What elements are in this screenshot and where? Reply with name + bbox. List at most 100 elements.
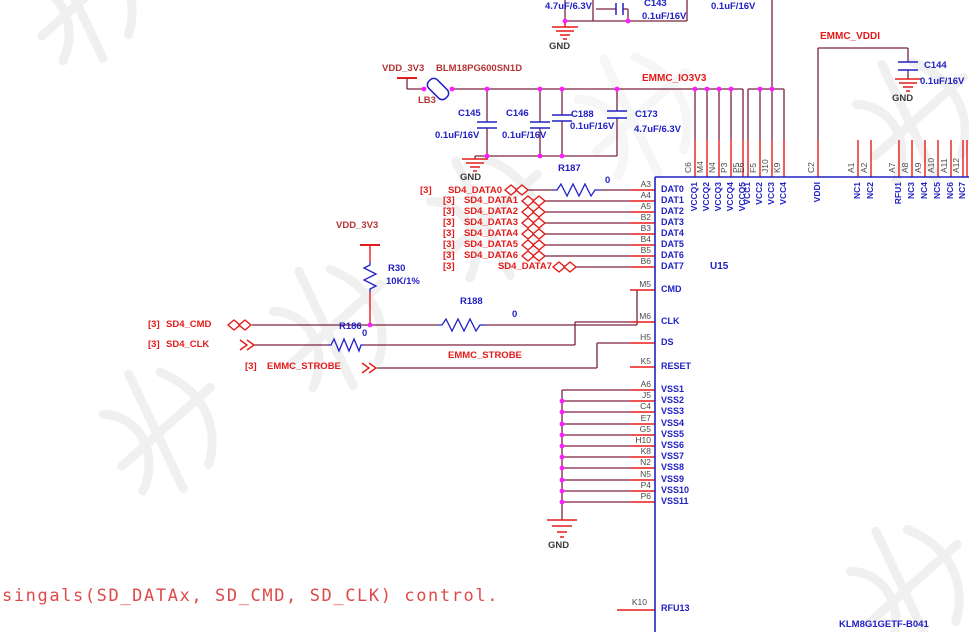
ic-refdes: U15 — [710, 261, 729, 272]
pin-number: G5 — [639, 424, 651, 434]
pin-number: B4 — [640, 234, 651, 244]
sheet-ref: [3] — [443, 228, 455, 239]
sheet-ref: [3] — [443, 217, 455, 228]
cap-value: 4.7uF/6.3V — [545, 1, 592, 12]
sheet-ref: [3] — [245, 361, 257, 372]
pin-name: NC6 — [945, 182, 955, 200]
pin-number: K8 — [640, 446, 651, 456]
pin-number: N4 — [707, 162, 717, 173]
pin-name: RESET — [661, 361, 692, 371]
power-symbols — [360, 77, 417, 246]
pin-stubs — [369, 140, 968, 611]
gnd-label: GND — [460, 172, 482, 183]
pin-number: F5 — [748, 163, 758, 173]
net-label-emmc-io3v3: EMMC_IO3V3 — [642, 73, 707, 84]
pin-name: VCCQ1 — [689, 182, 699, 212]
sheet-ref: [3] — [443, 261, 455, 272]
pin-name: DAT4 — [661, 228, 684, 238]
pin-name: VCCQ4 — [725, 182, 735, 212]
pin-name: VSS7 — [661, 451, 685, 461]
pin-name: VSS6 — [661, 440, 685, 450]
resistor-refdes: R186 — [339, 321, 362, 332]
pin-name: DAT7 — [661, 261, 684, 271]
pin-number: H5 — [640, 332, 651, 342]
net-label: SD4_DATA2 — [463, 206, 518, 217]
sheet-ref: [3] — [420, 185, 432, 196]
pin-number: C4 — [640, 401, 651, 411]
sheet-ref: [3] — [148, 339, 160, 350]
pin-name: VSS11 — [661, 496, 689, 506]
pin-name: NC3 — [906, 182, 916, 200]
net-label: SD4_DATA4 — [463, 228, 518, 239]
pin-name: NC2 — [865, 182, 875, 200]
pin-number: K9 — [772, 162, 782, 173]
pin-name: VSS3 — [661, 406, 685, 416]
pin-number: A6 — [640, 379, 651, 389]
pin-name: VCC4 — [778, 182, 788, 205]
gnd-label: GND — [549, 41, 571, 52]
pin-number: B6 — [640, 256, 651, 266]
cap-value: 0.1uF/16V — [570, 121, 615, 132]
pin-name: VSS10 — [661, 485, 690, 495]
pin-name: NC7 — [957, 182, 967, 200]
pin-number: K10 — [631, 597, 647, 607]
pin-name: VCCQ2 — [701, 182, 711, 212]
pin-name: VSS8 — [661, 462, 685, 472]
pin-number: P3 — [719, 162, 729, 173]
cap-refdes: C143 — [644, 0, 667, 9]
bead-refdes: LB3 — [418, 95, 436, 106]
pin-number: B3 — [640, 223, 651, 233]
pin-number: M4 — [695, 161, 705, 173]
sheet-ref: [3] — [443, 239, 455, 250]
pin-number: A1 — [846, 162, 856, 173]
resistor-refdes: R187 — [558, 163, 581, 174]
pin-number: M6 — [639, 311, 651, 321]
pin-number: N5 — [640, 469, 651, 479]
pin-number: B2 — [640, 212, 651, 222]
net-label: SD4_DATA1 — [463, 195, 518, 206]
ic-outline — [654, 176, 969, 632]
pin-name: VSS2 — [661, 395, 685, 405]
junction-dots — [367, 18, 775, 505]
pin-name: VSS9 — [661, 474, 685, 484]
pin-name: NC1 — [852, 182, 862, 200]
cap-value: 0.1uF/16V — [502, 130, 547, 141]
pin-name: VCC1 — [742, 182, 752, 205]
pin-number: K5 — [640, 356, 651, 366]
pin-number: C6 — [683, 162, 693, 173]
pin-name: NC5 — [932, 182, 942, 200]
pin-name: DAT6 — [661, 250, 684, 260]
resistor-value: 10K/1% — [386, 276, 420, 287]
pin-name: VCCQ3 — [713, 182, 723, 212]
wires — [252, 0, 909, 520]
pin-name: NC4 — [919, 182, 929, 200]
pin-number: A8 — [900, 162, 910, 173]
pin-name: VSS4 — [661, 418, 685, 428]
pin-name: VDDI — [812, 182, 822, 203]
bead-part-label: BLM18PG600SN1D — [436, 63, 523, 74]
pin-name: VSS1 — [661, 384, 685, 394]
pin-name: CMD — [661, 284, 682, 294]
port-symbols — [226, 184, 578, 374]
pin-number: E6 — [736, 162, 746, 173]
net-label-sd4-cmd: SD4_CMD — [166, 319, 212, 330]
pin-name: DAT5 — [661, 239, 684, 249]
pin-name: RFU1 — [893, 182, 903, 205]
pin-number: A9 — [913, 162, 923, 173]
gnd-label: GND — [892, 93, 914, 104]
resistor-refdes: R30 — [388, 263, 406, 274]
pin-number: A2 — [859, 162, 869, 173]
net-label: SD4_DATA7 — [497, 261, 552, 272]
resistor-value: 0 — [605, 175, 611, 186]
net-label-emmc-strobe: EMMC_STROBE — [267, 361, 341, 372]
net-label: SD4_DATA0 — [447, 185, 502, 196]
pin-name: RFU13 — [661, 603, 690, 613]
pin-number: J10 — [760, 159, 770, 173]
resistor-value: 0 — [512, 309, 518, 320]
resistor-value: 0 — [362, 328, 368, 339]
pin-name: DAT2 — [661, 206, 684, 216]
cap-refdes: C145 — [458, 108, 481, 119]
pin-number: A4 — [640, 190, 651, 200]
net-label: SD4_DATA6 — [463, 250, 518, 261]
